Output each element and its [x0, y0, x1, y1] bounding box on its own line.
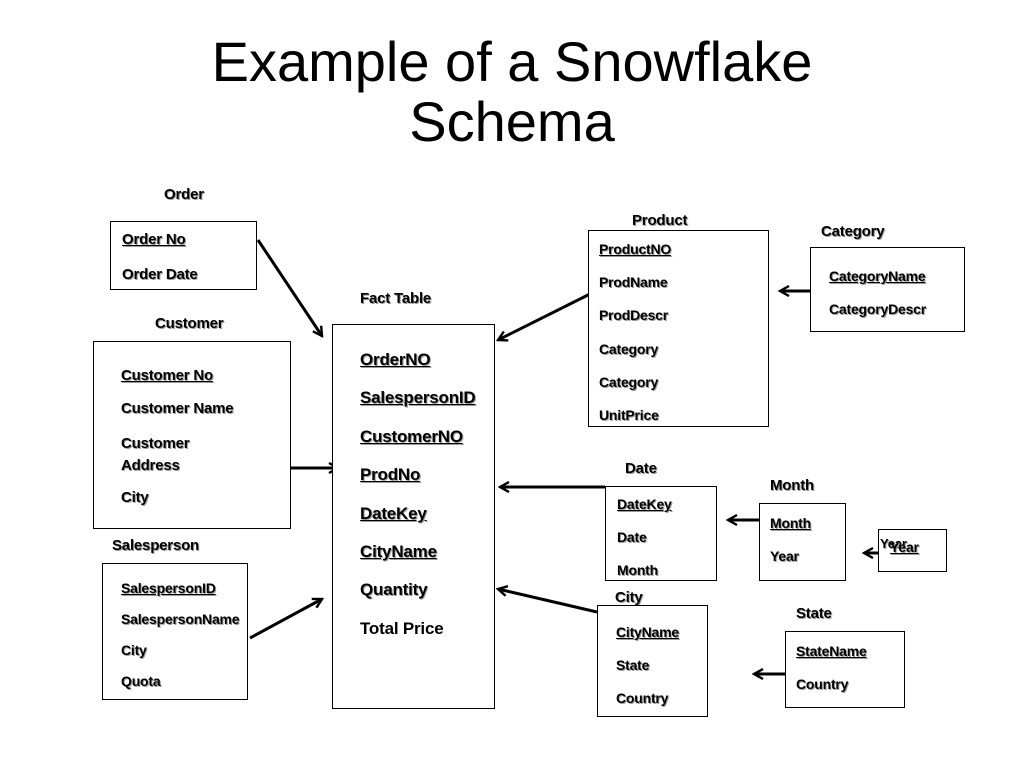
field-date-date: Date — [617, 529, 647, 545]
field-order-no: Order No — [122, 231, 186, 248]
field-fact-total-price: Total Price — [360, 619, 444, 638]
table-title-city: City — [615, 589, 643, 606]
arrow-city-to-fact — [498, 589, 598, 614]
field-city-cityname: CityName — [616, 624, 679, 640]
slide-title-line-2: Schema — [409, 90, 615, 153]
field-customer-name: Customer Name — [121, 400, 234, 417]
table-title-category: Category — [821, 223, 885, 240]
field-city-state: State — [616, 657, 650, 673]
field-order-date: Order Date — [122, 266, 198, 283]
field-date-month: Month — [617, 562, 658, 578]
table-title-product: Product — [632, 212, 688, 229]
arrow-product-to-fact — [498, 289, 597, 340]
table-date: DateKey Date Month — [605, 486, 717, 581]
slide-title-line-1: Example of a Snowflake — [211, 30, 813, 93]
table-title-salesperson: Salesperson — [112, 537, 200, 554]
field-customer-no: Customer No — [121, 367, 213, 384]
field-fact-prodno: ProdNo — [360, 465, 421, 484]
table-title-order: Order — [164, 186, 204, 203]
field-product-prodname: ProdName — [599, 274, 668, 290]
table-order: Order No Order Date — [110, 221, 257, 290]
arrow-order-to-fact — [256, 239, 322, 336]
table-city: CityName State Country — [597, 605, 708, 717]
table-fact: OrderNO SalespersonID CustomerNO ProdNo … — [332, 324, 495, 709]
field-category-descr: CategoryDescr — [829, 301, 926, 317]
table-product: ProductNO ProdName ProdDescr Category Ca… — [588, 230, 769, 427]
field-product-unitprice: UnitPrice — [599, 407, 659, 423]
field-fact-datekey: DateKey — [360, 504, 427, 523]
field-product-category-1: Category — [599, 341, 659, 357]
field-customer-city: City — [121, 489, 149, 506]
field-city-country: Country — [616, 690, 669, 706]
slide-title: Example of a Snowflake Schema — [0, 32, 1024, 152]
field-date-datekey: DateKey — [617, 496, 672, 512]
table-title-state: State — [796, 605, 832, 622]
field-fact-quantity: Quantity — [360, 580, 428, 599]
table-title-customer: Customer — [155, 315, 224, 332]
table-title-year: Year — [880, 536, 907, 551]
field-customer-address: Customer Address — [121, 435, 190, 474]
field-month-year: Year — [770, 548, 799, 564]
field-fact-salespersonid: SalespersonID — [360, 388, 476, 407]
table-customer: Customer No Customer Name Customer Addre… — [93, 341, 291, 529]
field-salesperson-id: SalespersonID — [121, 580, 216, 596]
field-product-productno: ProductNO — [599, 241, 672, 257]
field-salesperson-quota: Quota — [121, 673, 161, 689]
table-title-fact: Fact Table — [360, 290, 432, 307]
table-month: Month Year — [759, 503, 846, 581]
table-state: StateName Country — [785, 631, 905, 708]
table-salesperson: SalespersonID SalespersonName City Quota — [102, 563, 248, 700]
table-title-month: Month — [770, 477, 814, 494]
field-fact-cityname: CityName — [360, 542, 437, 561]
field-state-statename: StateName — [796, 643, 867, 659]
table-title-date: Date — [625, 460, 657, 477]
field-product-category-2: Category — [599, 374, 659, 390]
field-fact-orderno: OrderNO — [360, 350, 431, 369]
arrow-salesperson-to-fact — [249, 597, 322, 640]
field-product-proddescr: ProdDescr — [599, 307, 669, 323]
field-month-month: Month — [770, 515, 811, 531]
field-salesperson-city: City — [121, 642, 147, 658]
field-category-name: CategoryName — [829, 268, 926, 284]
table-year: Year — [878, 529, 947, 572]
table-category: CategoryName CategoryDescr — [810, 247, 965, 332]
field-year-year: Year — [890, 539, 919, 555]
field-fact-customerno: CustomerNO — [360, 427, 463, 446]
field-state-country: Country — [796, 676, 849, 692]
field-salesperson-name: SalespersonName — [121, 611, 240, 627]
